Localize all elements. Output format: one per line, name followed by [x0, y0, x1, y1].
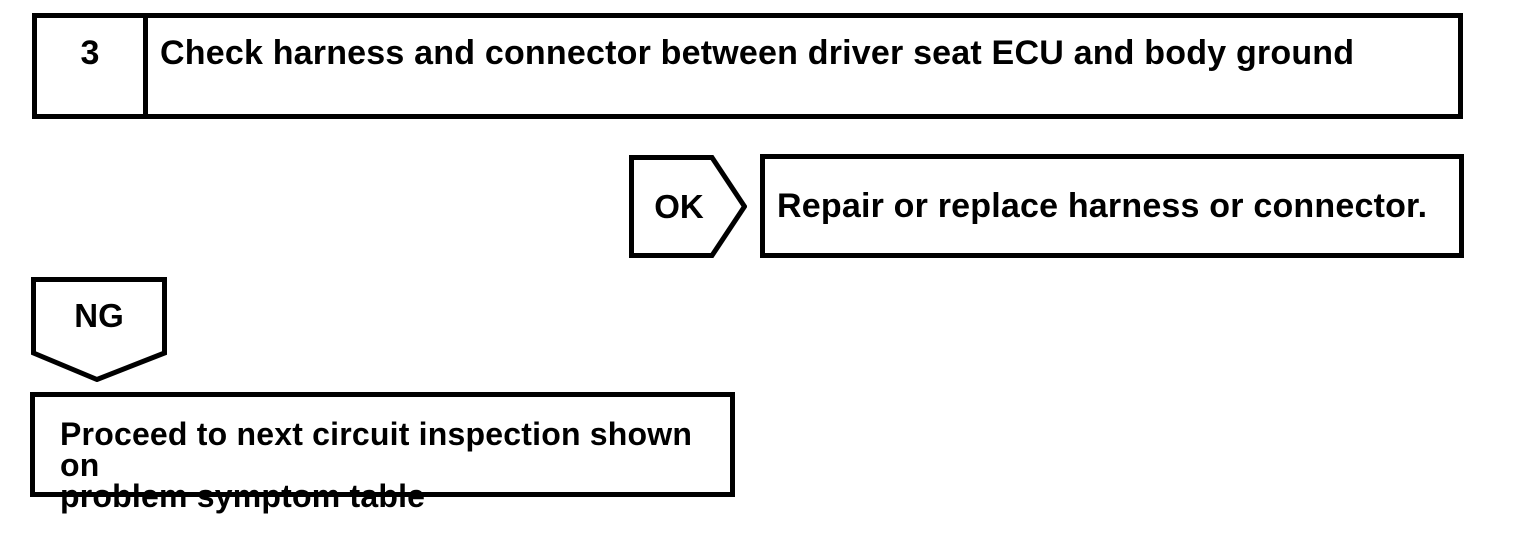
ok-action-text: Repair or replace harness or connector.	[777, 186, 1428, 225]
ng-action-line-2: problem symptom table	[60, 478, 426, 514]
step-title: Check harness and connector between driv…	[160, 34, 1355, 72]
ok-action-box: Repair or replace harness or connector.	[760, 154, 1464, 258]
ok-label: OK	[654, 187, 704, 225]
step-number: 3	[37, 18, 148, 114]
ok-arrow-right-shape	[629, 155, 747, 258]
step-header-box: 3 Check harness and connector between dr…	[32, 13, 1463, 119]
ng-action-line-1: Proceed to next circuit inspection shown…	[60, 416, 693, 483]
ng-arrow-down-shape	[31, 277, 167, 382]
ng-action-box: Proceed to next circuit inspection shown…	[30, 392, 735, 512]
ng-label: NG	[74, 297, 124, 334]
